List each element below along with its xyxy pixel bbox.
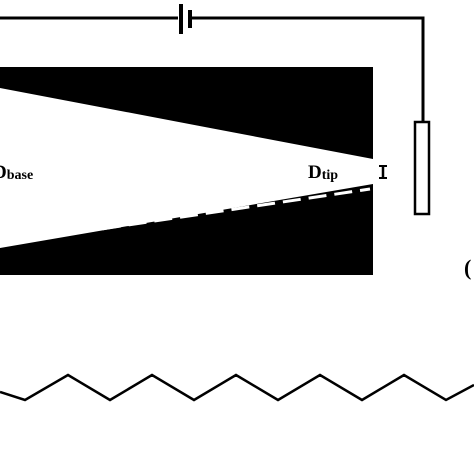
d-tip-main: D <box>308 162 322 183</box>
circuit-wire <box>0 16 425 122</box>
zigzag-chain <box>0 373 474 402</box>
i-beam-gap-marker <box>379 165 387 179</box>
d-tip-sub: tip <box>322 168 339 183</box>
upper-wall-dashed <box>0 92 371 166</box>
d-base-main: D <box>0 162 7 183</box>
lower-wall-dashed <box>0 187 371 246</box>
pipette-body <box>0 67 373 275</box>
d-base-label: Dbase <box>0 162 33 183</box>
d-base-sub: base <box>7 168 33 183</box>
conical-channel <box>0 88 373 248</box>
battery-symbol <box>179 4 192 34</box>
d-tip-label: Dtip <box>308 162 338 183</box>
electrode-rod <box>413 120 431 216</box>
partial-symbol: ( <box>464 255 471 280</box>
